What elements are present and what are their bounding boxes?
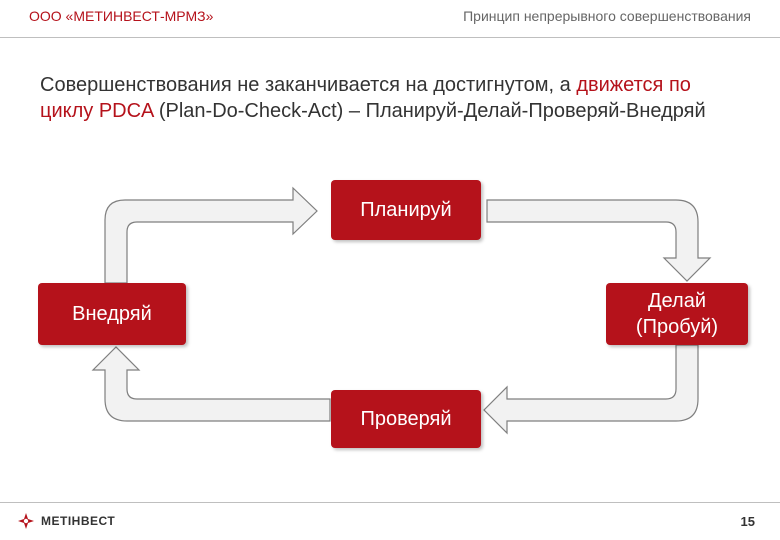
arrow-check-to-act [91,346,331,422]
check-label: Проверяй [360,408,452,430]
footer-divider [0,502,780,503]
intro-text-end: (Plan-Do-Check-Act) – Планируй-Делай-Про… [153,100,706,122]
check-box: Проверяй [331,390,481,448]
plan-box: Планируй [331,180,481,240]
company-name: ООО «МЕТИНВЕСТ-МРМЗ» [29,8,214,24]
act-box: Внедряй [38,283,186,345]
do-box: Делай (Пробуй) [606,283,748,345]
intro-paragraph: Совершенствования не заканчивается на до… [40,72,740,124]
arrow-do-to-check [483,344,699,435]
intro-text-start: Совершенствования не заканчивается на до… [40,74,577,96]
intro-text-highlight: движется по циклу PDCA [40,74,691,122]
act-label: Внедряй [72,303,152,325]
plan-label: Планируй [360,199,452,221]
arrow-act-to-plan [104,186,318,284]
do-label-line2: (Пробуй) [635,316,719,338]
section-title: Принцип непрерывного совершенствования [463,8,751,24]
arrow-plan-to-do [486,199,712,282]
logo-text: МЕТІНВЕСТ [41,514,116,528]
page-number: 15 [740,514,755,529]
header-divider [0,37,780,38]
do-label-line1: Делай [648,290,706,312]
metinvest-logo-icon [18,513,34,529]
company-logo: МЕТІНВЕСТ [17,512,115,530]
